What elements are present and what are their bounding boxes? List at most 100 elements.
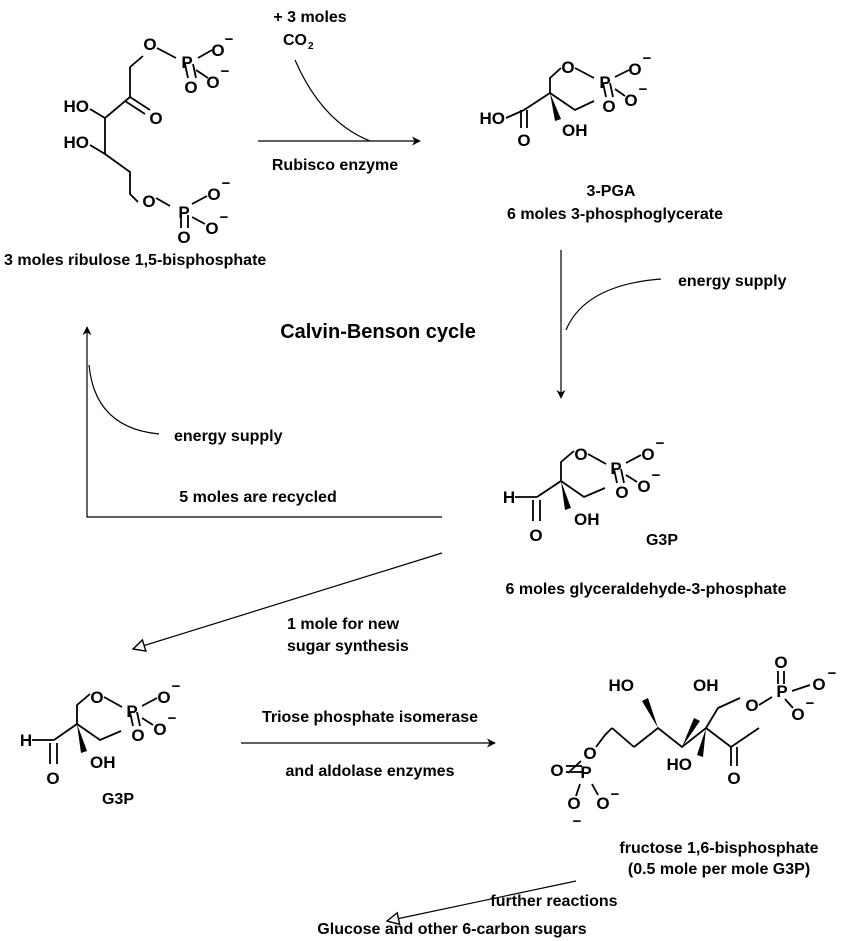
g3p-phosphate-oxygen: O — [637, 477, 650, 496]
fbp-ester-oxygen: O — [745, 696, 758, 715]
g3p-charge: − — [656, 435, 665, 452]
pga-label: 6 moles 3-phosphoglycerate — [507, 206, 723, 223]
pga-phosphoryl-oxygen: O — [602, 97, 615, 116]
fbp-charge: − — [806, 695, 815, 712]
rubp-hydroxyl: HO — [64, 133, 90, 152]
fbp-phosphate-oxygen: O — [596, 794, 609, 813]
fbp-phosphoryl-oxygen: O — [550, 761, 563, 780]
pga-phosphate-oxygen: O — [628, 60, 641, 79]
g3p-branch-phosphate-oxygen: O — [157, 688, 170, 707]
g3p-branch-aldehyde-hydrogen: H — [20, 731, 32, 750]
rubp-hydroxyl: HO — [64, 97, 90, 116]
g3p-branch-carbonyl-oxygen: O — [46, 769, 59, 788]
fbp-ketone-oxygen: O — [727, 769, 740, 788]
recycled-label: 5 moles are recycled — [179, 489, 336, 506]
energy-supply-label: energy supply — [678, 273, 787, 290]
g3p-branch-ester-oxygen: O — [90, 688, 103, 707]
fbp-phosphoryl-oxygen: O — [774, 653, 787, 672]
recycle-loop-arrow — [82, 326, 442, 518]
fbp-charge: − — [611, 786, 620, 803]
fbp-hydroxyl: HO — [609, 676, 635, 695]
rubp-phosphorus: P — [181, 53, 192, 72]
rubp-ester-oxygen: O — [143, 35, 156, 54]
isomerase-label: Triose phosphate isomerase — [262, 709, 478, 726]
rubp-charge: − — [222, 175, 231, 192]
g3p-branch-abbreviation: G3P — [102, 791, 134, 808]
pga-ester-oxygen: O — [561, 58, 574, 77]
co2-input-curve — [294, 59, 371, 142]
pga-abbreviation: 3-PGA — [587, 183, 636, 200]
co2-amount-label: + 3 moles — [273, 9, 346, 26]
rubp-phosphate-oxygen: O — [205, 219, 218, 238]
rubp-charge: − — [220, 209, 229, 226]
g3p-cycle-structure: O P O − O − O H O OH — [503, 435, 665, 545]
fbp-phosphorus: P — [580, 763, 591, 782]
rubp-phosphorus: P — [178, 203, 189, 222]
g3p-carbonyl-oxygen: O — [529, 526, 542, 545]
aldolase-label: and aldolase enzymes — [286, 763, 455, 780]
g3p-abbreviation: G3P — [646, 532, 678, 549]
further-reactions-arrow — [387, 880, 577, 921]
recycle-energy-curve — [88, 364, 160, 435]
pga-carbonyl-oxygen: O — [517, 131, 530, 150]
g3p-label: 6 moles glyceraldehyde-3-phosphate — [506, 581, 787, 598]
fbp-phosphate-oxygen: O — [791, 705, 804, 724]
g3p-phosphate-oxygen: O — [641, 445, 654, 464]
rubp-charge: − — [221, 63, 230, 80]
rubp-charge: − — [225, 31, 234, 48]
g3p-branch-hydroxyl: OH — [90, 753, 116, 772]
rubp-phosphate-oxygen: O — [206, 73, 219, 92]
g3p-charge: − — [652, 467, 661, 484]
rubp-phosphate-oxygen: O — [207, 185, 220, 204]
rubp-ester-oxygen: O — [142, 192, 155, 211]
fbp-phosphorus: P — [776, 682, 787, 701]
pga-carboxyl-hydroxyl: HO — [480, 109, 506, 128]
fbp-charge: − — [828, 665, 837, 682]
g3p-branch-charge: − — [172, 678, 181, 695]
co2-formula: CO — [283, 32, 307, 49]
rubp-ketone-oxygen: O — [149, 109, 162, 128]
g3p-branch-charge: − — [168, 710, 177, 727]
rubp-phosphate-oxygen: O — [211, 41, 224, 60]
fructose-label: fructose 1,6-bisphosphate — [619, 840, 818, 857]
rubisco-enzyme-label: Rubisco enzyme — [272, 157, 398, 174]
pga-charge: − — [643, 50, 652, 67]
rubp-phosphoryl-oxygen: O — [184, 78, 197, 97]
co2-subscript: 2 — [308, 41, 314, 52]
g3p-aldehyde-hydrogen: H — [503, 488, 515, 507]
fbp-phosphate-oxygen: O — [812, 675, 825, 694]
fbp-hydroxyl: HO — [667, 755, 693, 774]
pga-charge: − — [639, 81, 648, 98]
pga-phosphate-oxygen: O — [624, 91, 637, 110]
g3p-branch-phosphate-oxygen: O — [153, 720, 166, 739]
recycle-energy-label: energy supply — [174, 428, 283, 445]
fbp-ester-oxygen: O — [583, 744, 596, 763]
g3p-phosphoryl-oxygen: O — [615, 483, 628, 502]
ribulose-bisphosphate-structure: O P O − O − O O HO HO O P O − O − O — [64, 31, 234, 247]
cycle-title: Calvin-Benson cycle — [280, 321, 476, 343]
ribulose-label: 3 moles ribulose 1,5-bisphosphate — [4, 252, 266, 269]
fbp-charge: − — [573, 813, 582, 830]
further-reactions-label: further reactions — [490, 893, 617, 910]
fructose-bisphosphate-structure: HO OH HO O O P O O − O − O P O O − O − — [550, 653, 836, 830]
g3p-ester-oxygen: O — [574, 445, 587, 464]
g3p-hydroxyl: OH — [574, 510, 600, 529]
g3p-branch-phosphorus: P — [126, 702, 137, 721]
g3p-phosphorus: P — [610, 459, 621, 478]
fructose-note: (0.5 mole per mole G3P) — [628, 861, 810, 878]
final-products-label: Glucose and other 6-carbon sugars — [317, 921, 587, 938]
sugar-synthesis-arrow — [133, 552, 443, 649]
3-pga-structure: O P O − O − O HO O OH — [480, 50, 652, 150]
pga-hydroxyl: OH — [562, 121, 588, 140]
g3p-branch-structure: O P O − O − O H O OH — [20, 678, 181, 788]
fbp-phosphate-oxygen: O — [567, 794, 580, 813]
branch-label-line1: 1 mole for new — [287, 616, 400, 633]
energy-input-curve — [565, 278, 662, 331]
rubp-phosphoryl-oxygen: O — [177, 228, 190, 247]
branch-label-line2: sugar synthesis — [287, 638, 409, 655]
pga-phosphorus: P — [599, 73, 610, 92]
fbp-hydroxyl: OH — [693, 676, 719, 695]
g3p-branch-phosphoryl-oxygen: O — [131, 726, 144, 745]
